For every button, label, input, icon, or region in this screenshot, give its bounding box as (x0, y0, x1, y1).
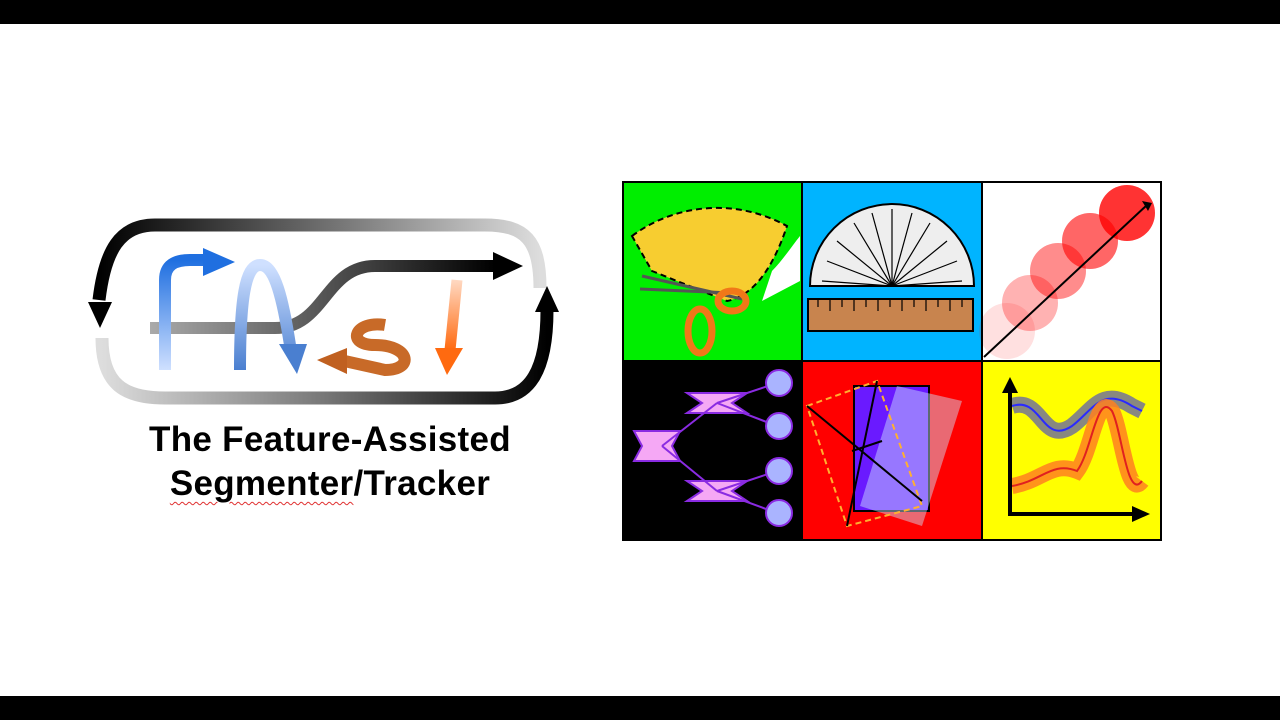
title-line-1: The Feature-Assisted (149, 420, 511, 459)
bottom-letterbox-bar (0, 696, 1280, 720)
fast-logo (88, 218, 559, 405)
top-letterbox-bar (0, 0, 1280, 24)
panel-division (622, 361, 802, 541)
panel-measurement (802, 181, 982, 361)
panel-plotting (982, 361, 1162, 541)
line-plot-icon (1002, 377, 1150, 522)
cell-division-tree-icon (632, 369, 793, 527)
panel-segmentation (622, 181, 802, 361)
tracked-circles-icon (979, 185, 1155, 359)
panel-tracking (979, 181, 1162, 361)
title-tracker-word: /Tracker (353, 464, 491, 503)
protractor-ruler-icon (807, 203, 976, 332)
scissors-icon (630, 206, 800, 357)
title-line-2: Segmenter/Tracker (60, 462, 600, 506)
panel-shape-fitting (802, 361, 982, 541)
app-title: The Feature-Assisted Segmenter/Tracker (60, 418, 600, 506)
rectangle-fit-icon (805, 379, 962, 528)
title-segmenter-word: Segmenter (169, 464, 354, 503)
feature-panels-grid (622, 181, 1162, 541)
